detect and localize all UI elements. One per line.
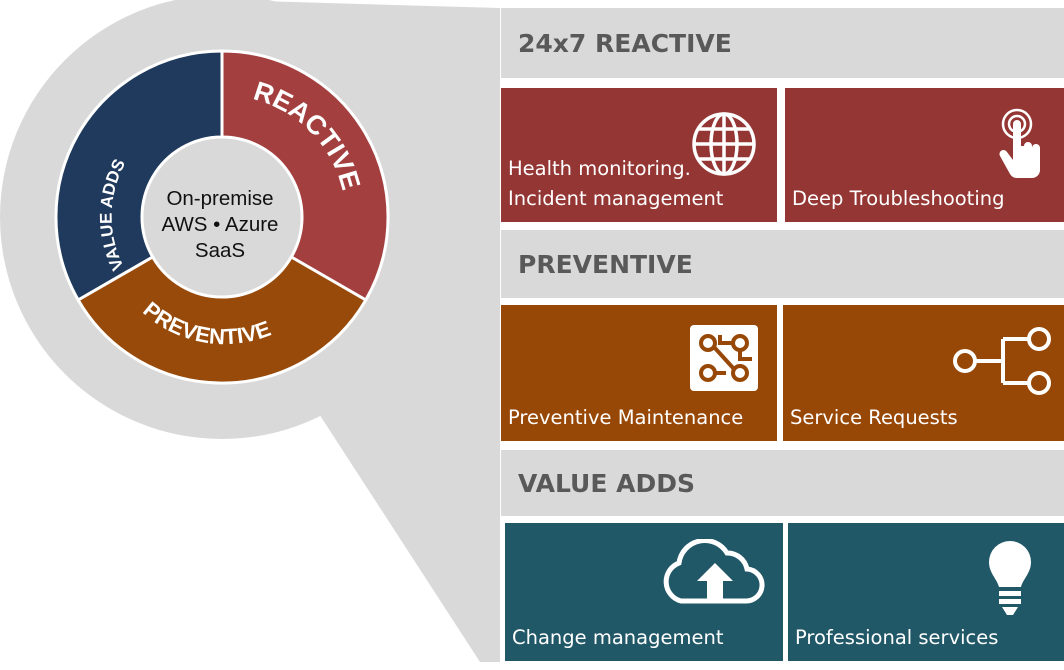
center-line-1: On-premise [166, 187, 274, 210]
network-icon [953, 327, 1051, 395]
tile-label-line-1: Service Requests [790, 406, 958, 429]
service-wheel: REACTIVE PREVENTIVE VALUE ADDS [54, 49, 390, 385]
tile-label: Professional services [795, 623, 998, 653]
section-header-value-adds: VALUE ADDS [501, 450, 1064, 516]
cloud-upload-icon [663, 539, 765, 604]
globe-icon [692, 112, 756, 176]
tile-label: Health monitoring. Incident management [508, 154, 723, 214]
tile-label-line-2: Incident management [508, 187, 724, 210]
tile-preventive-maintenance[interactable]: Preventive Maintenance [501, 305, 777, 441]
tile-health-monitoring[interactable]: Health monitoring. Incident management [501, 88, 777, 222]
tile-professional-services[interactable]: Professional services [788, 523, 1064, 661]
touch-icon [999, 108, 1040, 178]
section-header-preventive: PREVENTIVE [501, 230, 1064, 298]
tile-label-line-1: Health monitoring. [508, 157, 691, 180]
lightbulb-icon [989, 541, 1031, 615]
tile-label-line-1: Deep Troubleshooting [792, 187, 1005, 210]
wheel-segment-preventive [76, 254, 368, 385]
tile-label: Service Requests [790, 403, 958, 433]
wheel-center [144, 139, 300, 295]
wheel-segment-value-adds [54, 49, 224, 303]
wheel-segment-reactive [220, 49, 390, 303]
circuit-icon [690, 325, 758, 391]
tile-label-line-1: Preventive Maintenance [508, 406, 744, 429]
tile-label-line-1: Professional services [795, 626, 999, 649]
tile-label: Change management [512, 623, 723, 653]
center-line-3: SaaS [194, 239, 246, 262]
tile-label: Deep Troubleshooting [792, 184, 1004, 214]
wheel-center-text: On-premise AWS • Azure SaaS [140, 186, 300, 264]
center-line-2: AWS • Azure [161, 213, 279, 236]
tile-label-line-1: Change management [512, 626, 724, 649]
section-header-reactive: 24x7 REACTIVE [501, 8, 1064, 78]
tile-change-management[interactable]: Change management [505, 523, 783, 661]
tile-deep-troubleshooting[interactable]: Deep Troubleshooting [785, 88, 1064, 222]
tile-service-requests[interactable]: Service Requests [783, 305, 1064, 441]
tile-label: Preventive Maintenance [508, 403, 743, 433]
